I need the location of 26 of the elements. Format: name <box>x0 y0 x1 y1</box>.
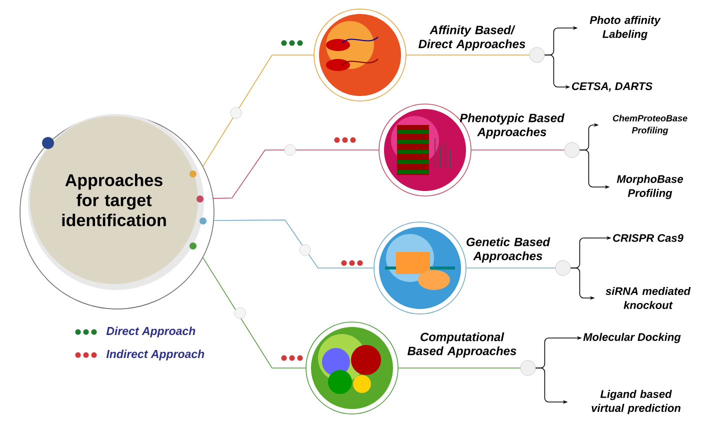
junction-sphere <box>520 360 536 376</box>
illustration-circle <box>306 322 398 414</box>
illustration-circle <box>374 222 466 314</box>
approach-label: Affinity Based/ Direct Approaches <box>418 25 526 51</box>
connector <box>213 150 379 199</box>
method-label: CETSA, DARTS <box>572 82 652 92</box>
method-label: Molecular Docking <box>583 332 681 344</box>
connector <box>406 54 530 56</box>
method-label: siRNA mediated knockout <box>606 286 691 310</box>
junction-sphere <box>564 142 580 158</box>
method-label: ChemProteoBase Profiling <box>612 114 688 136</box>
method-label: Ligand based virtual prediction <box>592 390 680 414</box>
method-label: CRISPR Cas9 <box>613 234 684 242</box>
connector <box>202 54 314 167</box>
legend-text: Direct Approach <box>106 326 196 338</box>
approach-label: Genetic Based Approaches <box>466 237 550 263</box>
approach-label: Computational Based Approaches <box>408 332 516 358</box>
method-label: Photo affinity Labeling <box>590 16 661 40</box>
legend-text: Indirect Approach <box>106 350 204 360</box>
illustration-circle <box>314 8 406 102</box>
junction-sphere <box>529 47 545 63</box>
connector <box>214 220 374 268</box>
junction-sphere <box>555 260 571 276</box>
method-label: MorphoBase Profiling <box>616 174 683 200</box>
connector <box>202 257 306 368</box>
approach-label: Phenotypic Based Approaches <box>460 113 565 139</box>
